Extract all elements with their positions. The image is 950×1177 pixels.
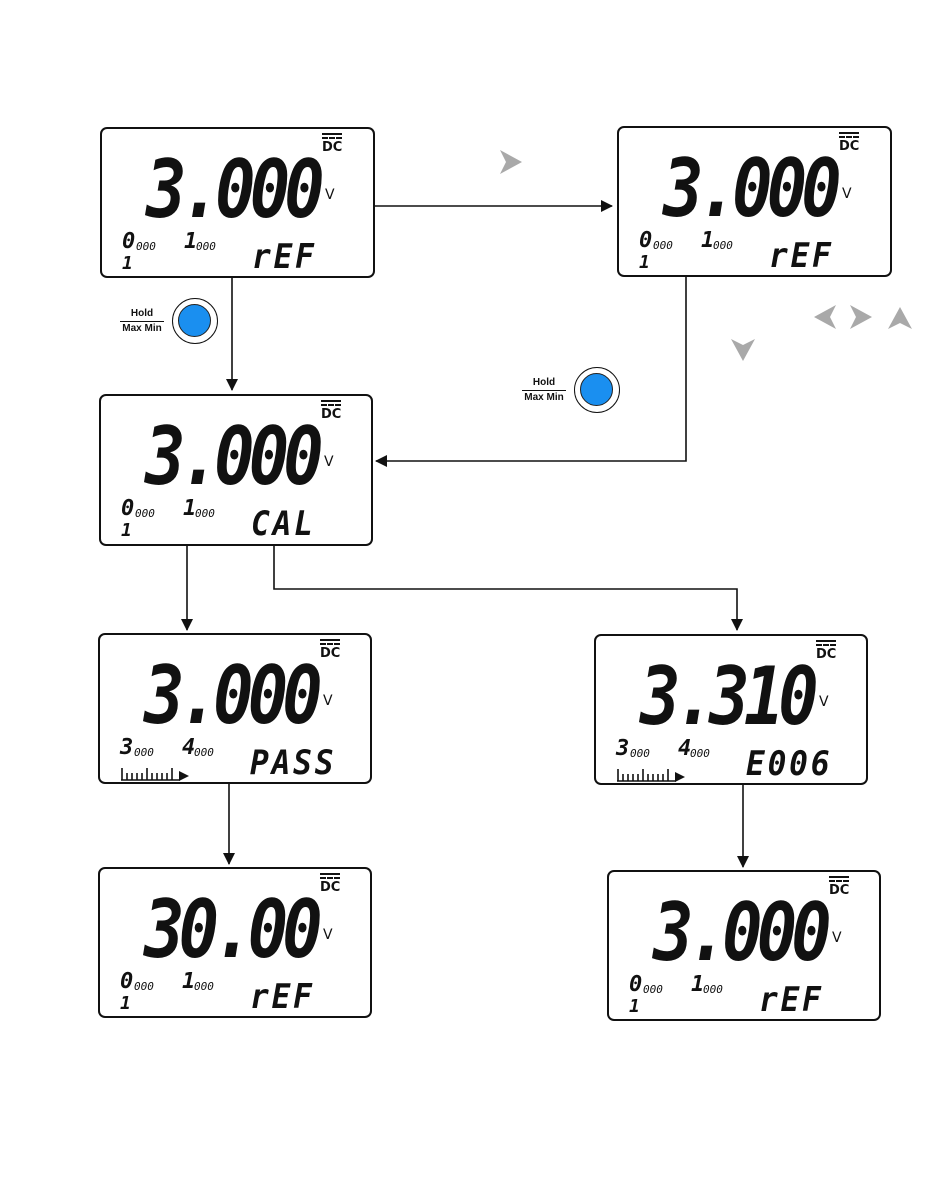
sub-right-decimals: 000 [690, 748, 710, 760]
sub-right-decimals: 000 [195, 508, 215, 520]
sub-left-decimals: 000 [653, 240, 673, 252]
sub-left-decimals: 000 [643, 984, 663, 996]
button-face[interactable] [580, 373, 613, 406]
mode-label: rEF [250, 979, 351, 1015]
sub-left-lower-digit: 1 [121, 520, 132, 542]
hold-max-min-button[interactable]: Hold Max Min [516, 367, 646, 417]
mode-label: rEF [769, 238, 870, 274]
sub-left-digit: 0 [121, 498, 134, 520]
triangle-right-icon [848, 303, 876, 331]
hold-max-min-button[interactable]: Hold Max Min [114, 298, 244, 348]
max-min-label: Max Min [114, 323, 170, 335]
bargraph-scale-icon [120, 767, 190, 781]
sub-left-decimals: 000 [136, 241, 156, 253]
dc-label: DC [829, 884, 849, 898]
sub-left-digit: 3 [120, 737, 133, 759]
dc-label: DC [321, 408, 341, 422]
sub-left-lower-digit: 1 [122, 253, 133, 275]
mode-label: rEF [759, 982, 860, 1018]
mode-label: PASS [250, 745, 351, 781]
arrow-cal-to-error [274, 545, 737, 630]
dc-symbol-icon [321, 400, 341, 407]
sub-left-digit: 0 [122, 231, 135, 253]
unit-label: V [324, 454, 334, 470]
sub-right-decimals: 000 [703, 984, 723, 996]
dc-label: DC [320, 647, 340, 661]
sub-right-decimals: 000 [196, 241, 216, 253]
unit-label: V [325, 187, 335, 203]
dc-symbol-icon [816, 640, 836, 647]
dc-symbol-icon [320, 639, 340, 646]
mode-label: E006 [746, 746, 847, 782]
main-reading: 3.000 [146, 147, 297, 233]
triangle-right-icon [498, 148, 524, 176]
main-reading: 30.00 [144, 887, 295, 973]
main-reading: 3.310 [640, 654, 791, 740]
sub-right-decimals: 000 [713, 240, 733, 252]
hold-label: Hold [516, 377, 572, 389]
mode-label: CAL [251, 506, 352, 542]
sub-left-decimals: 000 [134, 747, 154, 759]
button-face[interactable] [178, 304, 211, 337]
dc-label: DC [816, 648, 836, 662]
sub-left-digit: 0 [639, 230, 652, 252]
unit-label: V [819, 694, 829, 710]
dc-label: DC [839, 140, 859, 154]
hold-label: Hold [114, 308, 170, 320]
sub-right-decimals: 000 [194, 981, 214, 993]
main-reading: 3.000 [653, 890, 804, 976]
sub-right-decimals: 000 [194, 747, 214, 759]
sub-left-digit: 3 [616, 738, 629, 760]
dc-symbol-icon [322, 133, 342, 140]
sub-left-decimals: 000 [134, 981, 154, 993]
unit-label: V [323, 927, 333, 943]
sub-left-lower-digit: 1 [629, 996, 640, 1018]
round-button-icon[interactable] [172, 298, 218, 344]
unit-label: V [842, 186, 852, 202]
sub-left-digit: 0 [120, 971, 133, 993]
dc-symbol-icon [320, 873, 340, 880]
main-reading: 3.000 [145, 414, 296, 500]
sub-left-lower-digit: 1 [639, 252, 650, 274]
bargraph-scale-icon [616, 768, 686, 782]
max-min-label: Max Min [516, 392, 572, 404]
unit-label: V [323, 693, 333, 709]
main-reading: 3.000 [663, 146, 814, 232]
triangle-down-icon [729, 337, 757, 365]
round-button-icon[interactable] [574, 367, 620, 413]
dc-symbol-icon [829, 876, 849, 883]
sub-left-decimals: 000 [135, 508, 155, 520]
sub-left-lower-digit: 1 [120, 993, 131, 1015]
dc-symbol-icon [839, 132, 859, 139]
sub-left-decimals: 000 [630, 748, 650, 760]
mode-label: rEF [252, 239, 353, 275]
button-label-divider [522, 390, 566, 391]
sub-left-digit: 0 [629, 974, 642, 996]
triangle-left-icon [810, 303, 838, 331]
main-reading: 3.000 [144, 653, 295, 739]
dc-label: DC [320, 881, 340, 895]
button-label-divider [120, 321, 164, 322]
unit-label: V [832, 930, 842, 946]
dc-label: DC [322, 141, 342, 155]
triangle-up-icon [886, 303, 914, 331]
